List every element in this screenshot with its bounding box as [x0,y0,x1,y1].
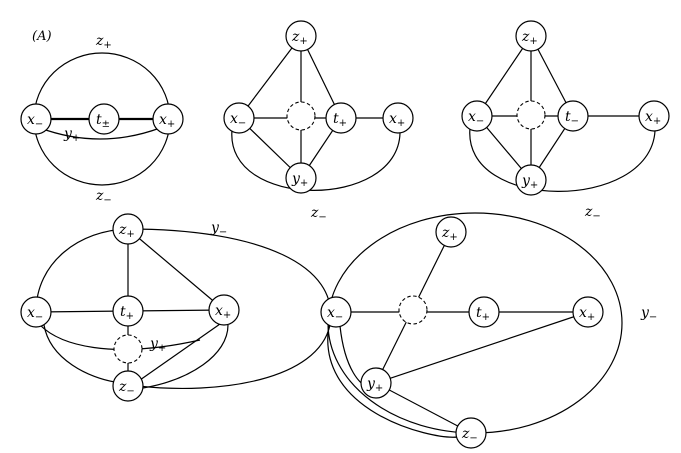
panel-c-edge [127,228,225,311]
panel-b1-node-label: x− [230,111,246,129]
panel-d-node-label: t+ [476,305,490,323]
panel-a-edge-label: z+ [95,33,112,51]
panel-b2-edge-label: z− [584,204,601,222]
panel-b1-node-label: t+ [333,111,347,129]
panel-b2-node-x-minus [461,100,493,132]
panel-c-node-label: z− [118,379,135,397]
panel-d: z+ x− t+ x+ y+ z− y− [320,212,657,449]
panel-a-node-x-minus [20,103,52,135]
panel-d-outer-left-arc [327,319,459,438]
panel-c-crossing-marker [113,334,143,364]
panel-b1-edge-label: z− [310,205,327,223]
panel-a-node-t-pm [88,103,120,135]
panel-d-node-label: y+ [366,376,383,394]
panel-d-node-z-plus [435,216,467,248]
panel-c-lower-left-arc [43,324,116,383]
panel-b2-edge [476,35,532,117]
panel-b1-edges [231,35,401,191]
panel-b2: z+ x− t− x+ y+ z− [461,20,670,222]
panel-b2-node-label: z+ [521,29,538,47]
panel-a-node-label: x+ [159,112,175,130]
panel-b1-crossing-marker [286,101,316,131]
panel-a-node-x-plus [152,103,184,135]
panel-c-edges [35,228,332,390]
panel-c-node-t-plus [112,295,144,327]
panel-b2-node-label: t− [565,109,579,127]
panel-d-node-z-minus [455,417,487,449]
panel-d-node-label: z+ [441,225,458,243]
panel-c-lower-right-arc [142,324,229,389]
panel-d-node-x-plus [572,296,604,328]
panel-b1-node-t-plus [325,102,357,134]
panel-b2-node-label: y+ [521,173,538,191]
panel-b1-edge [238,35,302,119]
panel-d-node-y-plus [360,367,392,399]
panel-b1: z+ x− t+ x+ y+ z− [223,20,414,223]
panel-b2-node-x-plus [638,100,670,132]
panel-d-node-x-minus [320,296,352,328]
panel-c-edge-label: y− [210,220,227,238]
panel-c-edge [139,323,221,381]
panel-a-node-label: t± [96,112,110,130]
panel-d-node-label: x+ [579,305,595,323]
panel-a-edge-label: z− [95,188,112,206]
panel-d-edge [375,311,589,384]
panel-a: (A) x− t± x+ z+ y+ z− [20,29,184,206]
panel-a-node-label: x− [27,112,43,130]
panel-b1-node-label: x+ [389,111,405,129]
panel-b2-node-y-plus [515,164,547,196]
panel-b1-node-z-plus [285,20,317,52]
panel-c-node-z-minus [112,370,144,402]
panel-d-node-t-plus [468,296,500,328]
panel-b2-node-label: x+ [645,109,661,127]
panel-b1-node-label: y+ [291,171,308,189]
panel-a-edge-label: y+ [63,126,80,144]
panel-b1-node-y-plus [285,162,317,194]
panel-c-node-label: t+ [120,304,134,322]
panel-b2-node-t-minus [557,100,589,132]
panel-b2-node-label: x− [468,109,484,127]
panel-d-node-label: x− [327,305,343,323]
panel-a-title: (A) [32,29,52,44]
panel-d-edges [327,212,623,438]
panel-c-node-x-minus [20,296,52,328]
panel-c: z+ x− t+ x+ z− y− y+ [20,213,332,402]
panel-b1-node-x-plus [382,102,414,134]
panel-c-node-label: z+ [118,222,135,240]
panel-d-node-label: z− [461,426,478,444]
panel-a-inner-arc [39,127,161,140]
panel-b1-bottom-arc [231,129,401,191]
panel-c-node-x-plus [208,294,240,326]
panel-b1-node-label: z+ [291,29,308,47]
panel-c-node-label: x+ [215,303,231,321]
panel-b2-crossing-marker [516,100,546,130]
panel-c-inner-arc [39,324,201,351]
panel-c-upper-left-arc [35,228,129,313]
panel-d-edge [375,382,472,434]
panel-c-node-label: x− [27,305,43,323]
panel-c-edge-label: y+ [149,336,166,354]
panel-b2-bottom-arc [469,127,656,192]
panel-c-node-z-plus [112,213,144,245]
panel-d-edge-label: y− [640,305,657,323]
panel-b2-node-z-plus [515,20,547,52]
panel-b1-node-x-minus [223,102,255,134]
panel-d-crossing-marker [398,295,428,325]
